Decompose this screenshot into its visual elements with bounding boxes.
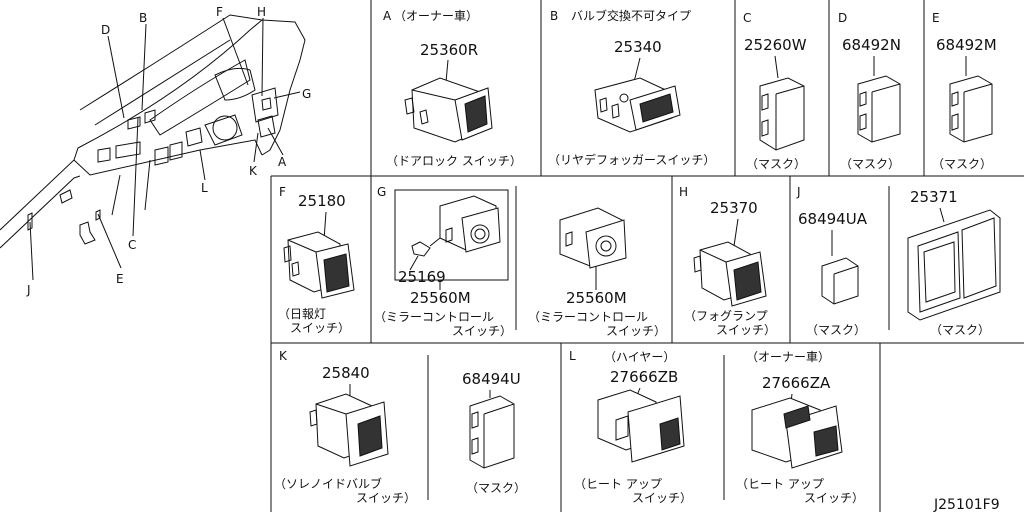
panel-g-caption2-line2: スイッチ） [606, 324, 666, 338]
panel-l-variant-2: （オーナー車） [746, 350, 830, 364]
panel-j-part-number-2: 25371 [910, 188, 958, 206]
panel-l-part-number-1: 27666ZB [610, 368, 678, 386]
panel-j-letter: J [796, 185, 801, 199]
panel-c-letter: C [743, 11, 751, 25]
panel-d-caption: （マスク） [840, 157, 900, 171]
mask-j-small-drawing [821, 257, 859, 305]
panel-k-caption1-line1: （ソレノイドバルブ [274, 476, 382, 491]
panel-c: C 25260W （マスク） [743, 11, 807, 171]
callout-f: F [216, 5, 223, 19]
panel-g-part-number-screw: 25169 [398, 268, 446, 286]
door-lock-switch-drawing [404, 77, 493, 143]
panel-j: J 68494UA （マスク） 25371 （マスク） [796, 185, 1001, 337]
panel-f-caption-line1: （日報灯 [278, 307, 326, 321]
panel-b-variant: バルブ交換不可タイプ [571, 8, 691, 23]
callout-j: J [26, 283, 31, 297]
panel-e: E 68492M （マスク） [932, 11, 997, 171]
panel-l-letter: L [569, 349, 576, 363]
panel-d: D 68492N （マスク） [838, 11, 901, 171]
panel-g-part-number-1: 25560M [410, 289, 471, 307]
mask-k-drawing [469, 395, 515, 469]
mask-c-drawing [759, 77, 805, 151]
panel-b-letter: B [550, 9, 558, 23]
panel-a-letter: A [383, 9, 392, 23]
rear-defogger-switch-drawing [594, 77, 681, 133]
panel-l-variant-1: （ハイヤー） [604, 350, 675, 364]
panel-f-letter: F [279, 185, 286, 199]
panel-j-part-number-1: 68494UA [798, 210, 868, 228]
drawing-number: J25101F9 [933, 497, 1000, 512]
panel-h-caption-line1: （フォグランプ [684, 309, 768, 323]
solenoid-valve-switch-drawing [309, 393, 389, 467]
mask-e-drawing [949, 75, 993, 143]
panel-a-caption: （ドアロック スイッチ） [386, 154, 522, 168]
panel-f: F 25180 （日報灯 スイッチ） [278, 185, 355, 335]
panel-h: H 25370 （フォグランプ スイッチ） [679, 185, 776, 337]
panel-k-part-number-1: 25840 [322, 364, 370, 382]
panel-h-letter: H [679, 185, 688, 199]
panel-l: L （ハイヤー） 27666ZB （ヒート アップ スイッチ） （オーナー車） … [569, 349, 864, 505]
mask-d-drawing [857, 75, 901, 143]
panel-l-caption2-line2: スイッチ） [804, 491, 864, 505]
panel-h-part-number: 25370 [710, 199, 758, 217]
panel-j-caption-1: （マスク） [806, 323, 866, 337]
panel-b-caption: （リヤデフォッガースイッチ） [548, 152, 715, 167]
dashboard-overview [0, 14, 306, 281]
callout-e: E [116, 272, 124, 286]
heat-up-switch-2-drawing [751, 397, 843, 469]
panel-grid [270, 0, 1024, 512]
callout-h: H [257, 5, 266, 19]
panel-k: K 25840 （ソレノイドバルブ スイッチ） 68494U （マスク） [274, 349, 526, 505]
panel-e-part-number: 68492M [936, 36, 997, 54]
callout-k: K [249, 164, 258, 178]
overview-callouts: D B F H G A K L C E J [26, 5, 311, 297]
panel-g-caption1-line1: （ミラーコントロール [374, 310, 494, 324]
panel-g-caption2-line1: （ミラーコントロール [528, 310, 648, 324]
callout-l: L [201, 181, 208, 195]
panel-l-caption2-line1: （ヒート アップ [736, 477, 824, 491]
panel-g-caption1-line2: スイッチ） [452, 324, 512, 338]
callout-c: C [128, 238, 136, 252]
panel-b: B バルブ交換不可タイプ 25340 （リヤデフォッガースイッチ） [548, 8, 715, 167]
mask-j-large-drawing [907, 209, 1001, 321]
panel-k-caption-2: （マスク） [466, 481, 526, 495]
panel-e-letter: E [932, 11, 940, 25]
panel-c-part-number: 25260W [744, 36, 807, 54]
panel-l-part-number-2: 27666ZA [762, 374, 831, 392]
daytime-light-switch-drawing [283, 231, 355, 299]
callout-g: G [302, 87, 311, 101]
panel-k-part-number-2: 68494U [462, 370, 521, 388]
panel-g-letter: G [377, 185, 386, 199]
panel-a-part-number: 25360R [420, 41, 478, 59]
panel-j-caption-2: （マスク） [930, 323, 990, 337]
panel-h-caption-line2: スイッチ） [716, 323, 776, 337]
panel-g: G 25169 25560M （ミラーコントロール スイッチ） 25560M （… [374, 185, 666, 338]
panel-a-variant: （オーナー車） [394, 9, 478, 23]
panel-k-caption1-line2: スイッチ） [356, 491, 416, 505]
panel-b-part-number: 25340 [614, 38, 662, 56]
panel-c-caption: （マスク） [746, 157, 806, 171]
mirror-control-switch-1-drawing [411, 195, 501, 257]
callout-d: D [101, 23, 110, 37]
panel-f-caption-line2: スイッチ） [290, 321, 350, 335]
panel-k-letter: K [279, 349, 288, 363]
panel-a: A （オーナー車） 25360R （ドアロック スイッチ） [383, 9, 522, 168]
fog-lamp-switch-drawing [693, 241, 767, 307]
callout-a: A [278, 155, 287, 169]
callout-b: B [139, 11, 147, 25]
mirror-control-switch-2-drawing [559, 207, 627, 269]
panel-l-caption1-line2: スイッチ） [632, 491, 692, 505]
panel-d-letter: D [838, 11, 847, 25]
heat-up-switch-1-drawing [597, 389, 685, 463]
panel-g-part-number-2: 25560M [566, 289, 627, 307]
panel-e-caption: （マスク） [932, 157, 992, 171]
panel-d-part-number: 68492N [842, 36, 901, 54]
panel-l-caption1-line1: （ヒート アップ [574, 477, 662, 491]
panel-f-part-number: 25180 [298, 192, 346, 210]
